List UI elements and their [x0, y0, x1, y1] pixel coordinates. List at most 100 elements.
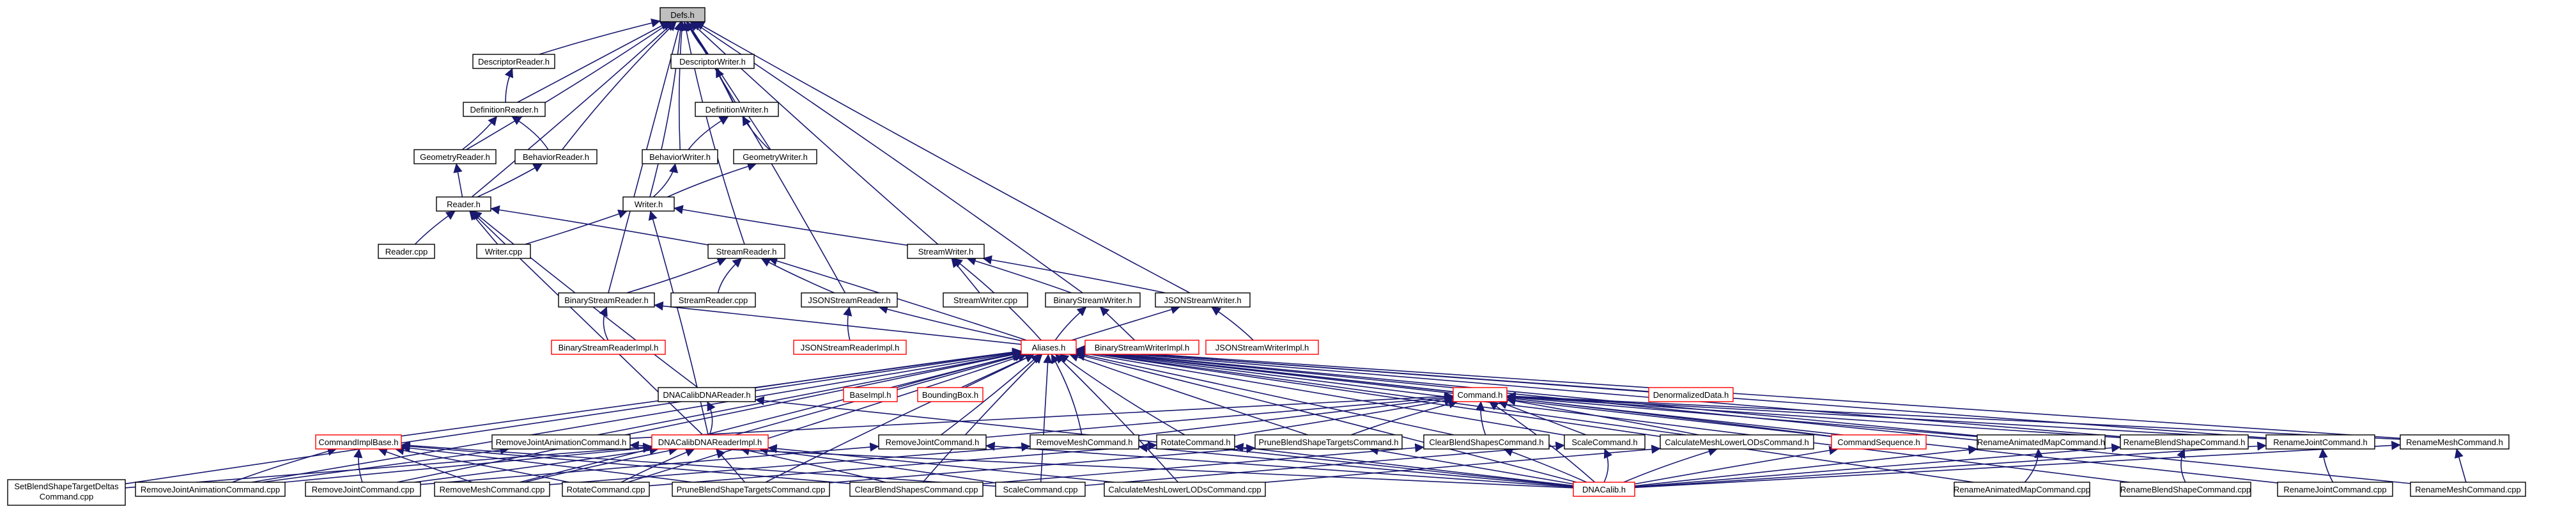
node-jsonwriterimpl[interactable]: JSONStreamWriterImpl.h: [1205, 340, 1319, 355]
node-defs[interactable]: Defs.h: [659, 7, 706, 22]
node-calclod[interactable]: CalculateMeshLowerLODsCommand.h: [1660, 434, 1814, 450]
node-binstreamreader[interactable]: BinaryStreamReader.h: [558, 292, 655, 308]
node-defwriter[interactable]: DefinitionWriter.h: [695, 102, 779, 117]
node-defreader[interactable]: DefinitionReader.h: [463, 102, 546, 117]
node-rotate[interactable]: RotateCommand.h: [1156, 434, 1235, 450]
node-descwriter[interactable]: DescriptorWriter.h: [670, 54, 755, 69]
node-cmdimplbase[interactable]: CommandImplBase.h: [315, 434, 402, 450]
node-dnareaderimpl[interactable]: DNACalibDNAReaderImpl.h: [651, 434, 769, 450]
node-streamwritercpp[interactable]: StreamWriter.cpp: [943, 292, 1028, 308]
node-dnacalib[interactable]: DNACalib.h: [1573, 482, 1635, 497]
node-command[interactable]: Command.h: [1453, 387, 1508, 402]
node-removemeshcpp[interactable]: RemoveMeshCommand.cpp: [434, 482, 550, 497]
node-removemesh[interactable]: RemoveMeshCommand.h: [1030, 434, 1139, 450]
node-prunecpp[interactable]: PruneBlendShapeTargetsCommand.cpp: [672, 482, 830, 497]
node-renameblendcpp[interactable]: RenameBlendShapeCommand.cpp: [2120, 482, 2251, 497]
node-renamemeshcpp[interactable]: RenameMeshCommand.cpp: [2410, 482, 2526, 497]
node-box: [793, 340, 907, 355]
node-label: DescriptorReader.h: [478, 57, 550, 67]
node-box: [434, 482, 550, 497]
node-box: [1104, 482, 1266, 497]
node-renamejointcpp[interactable]: RenameJointCommand.cpp: [2277, 482, 2393, 497]
node-pruneblend[interactable]: PruneBlendShapeTargetsCommand.h: [1254, 434, 1403, 450]
edge-removejoint-to-aliases: [941, 354, 1041, 436]
node-writer[interactable]: Writer.h: [622, 196, 675, 212]
edge-dnacalib-to-removemesh: [1138, 443, 1574, 487]
node-label: JSONStreamWriterImpl.h: [1215, 343, 1309, 352]
node-descreader[interactable]: DescriptorReader.h: [472, 54, 555, 69]
node-label: Aliases.h: [1032, 343, 1066, 352]
edge-dnacalib-to-renamemesh: [1634, 441, 2401, 489]
node-geomreader[interactable]: GeometryReader.h: [413, 149, 497, 164]
node-jsonstreamwriter[interactable]: JSONStreamWriter.h: [1155, 292, 1251, 308]
edge-writer-to-defs: [649, 21, 685, 198]
edge-streamreadercpp-to-streamreader: [717, 258, 743, 294]
node-aliases[interactable]: Aliases.h: [1021, 340, 1077, 355]
node-jsonreaderimpl[interactable]: JSONStreamReaderImpl.h: [793, 340, 907, 355]
node-geomwriter[interactable]: GeometryWriter.h: [733, 149, 817, 164]
node-scalecpp[interactable]: ScaleCommand.cpp: [995, 482, 1086, 497]
node-behreader[interactable]: BehaviorReader.h: [514, 149, 598, 164]
node-streamreadercpp[interactable]: StreamReader.cpp: [670, 292, 756, 308]
node-box: [849, 482, 983, 497]
node-label: RenameJointCommand.cpp: [2283, 485, 2386, 494]
node-binstreamwriter[interactable]: BinaryStreamWriter.h: [1045, 292, 1141, 308]
node-dnacalibdnareader[interactable]: DNACalibDNAReader.h: [658, 387, 756, 402]
edge-clearcpp-to-aliases: [922, 354, 1043, 483]
edge-rotate-to-aliases: [1059, 354, 1185, 436]
node-jsonstreamreader[interactable]: JSONStreamReader.h: [801, 292, 898, 308]
node-removejointanim[interactable]: RemoveJointAnimationCommand.h: [491, 434, 631, 450]
node-renamemesh[interactable]: RenameMeshCommand.h: [2400, 434, 2510, 450]
node-behwriter[interactable]: BehaviorWriter.h: [642, 149, 718, 164]
edge-writer-to-behwriter: [652, 163, 679, 198]
edge-jsonstreamwriter-to-streamwriter: [982, 255, 1166, 294]
node-denormalized[interactable]: DenormalizedData.h: [1648, 387, 1734, 402]
edge-writer-to-geomwriter: [667, 162, 757, 198]
edge-aliases-to-jsonstreamreader: [878, 304, 1022, 342]
node-renameanimcpp[interactable]: RenameAnimatedMapCommand.cpp: [1954, 482, 2090, 497]
node-label: RenameMeshCommand.cpp: [2415, 485, 2520, 494]
edge-removemeshcpp-to-cmdimplbase: [378, 447, 473, 483]
node-box: [843, 387, 898, 402]
edge-geomreader-to-defreader: [461, 116, 498, 150]
node-readercpp[interactable]: Reader.cpp: [378, 244, 435, 259]
node-label: CalculateMeshLowerLODsCommand.cpp: [1108, 485, 1261, 494]
node-reader[interactable]: Reader.h: [436, 196, 491, 212]
node-renameanim[interactable]: RenameAnimatedMapCommand.h: [1977, 434, 2106, 450]
node-boundingbox[interactable]: BoundingBox.h: [917, 387, 983, 402]
node-clearblend[interactable]: ClearBlendShapesCommand.h: [1423, 434, 1550, 450]
node-baseimpl[interactable]: BaseImpl.h: [843, 387, 898, 402]
node-writercpp[interactable]: Writer.cpp: [476, 244, 531, 259]
edge-streamwritercpp-to-streamwriter: [951, 258, 980, 294]
node-removejointanimcpp[interactable]: RemoveJointAnimationCommand.cpp: [135, 482, 286, 497]
edge-cmdseq-to-command: [1506, 394, 1832, 437]
edge-clearblend-to-command: [1476, 401, 1486, 436]
node-label: GeometryWriter.h: [743, 152, 808, 162]
edge-scalecpp-to-cmdimplbase: [401, 441, 996, 487]
edge-dnacalib-to-calclod: [1623, 447, 1718, 483]
edge-scalecpp-to-aliases: [1040, 354, 1053, 483]
node-cmdseq[interactable]: CommandSequence.h: [1831, 434, 1927, 450]
node-removejoint[interactable]: RemoveJointCommand.h: [878, 434, 987, 450]
node-box: [476, 244, 531, 259]
node-binreaderimpl[interactable]: BinaryStreamReaderImpl.h: [551, 340, 666, 355]
edge-readercpp-to-reader: [414, 210, 456, 245]
node-renameblend[interactable]: RenameBlendShapeCommand.h: [2120, 434, 2249, 450]
node-streamwriter[interactable]: StreamWriter.h: [907, 244, 985, 259]
node-calclodcpp[interactable]: CalculateMeshLowerLODsCommand.cpp: [1104, 482, 1266, 497]
node-binwriterimpl[interactable]: BinaryStreamWriterImpl.h: [1084, 340, 1199, 355]
node-box: [1660, 434, 1814, 450]
node-label: RenameBlendShapeCommand.cpp: [2120, 485, 2251, 494]
edge-dnacalib-to-aliases: [1076, 352, 1577, 483]
edge-renameblend-to-command: [1506, 392, 2121, 439]
node-box: [995, 482, 1086, 497]
node-box: [659, 7, 706, 22]
node-streamreader[interactable]: StreamReader.h: [707, 244, 785, 259]
node-clearcpp[interactable]: ClearBlendShapesCommand.cpp: [849, 482, 983, 497]
node-removejointcpp[interactable]: RemoveJointCommand.cpp: [305, 482, 421, 497]
node-rotatecpp[interactable]: RotateCommand.cpp: [562, 482, 650, 497]
node-scale[interactable]: ScaleCommand.h: [1564, 434, 1646, 450]
node-renamejoint[interactable]: RenameJointCommand.h: [2265, 434, 2375, 450]
edge-pruneblend-to-aliases: [1068, 352, 1308, 436]
